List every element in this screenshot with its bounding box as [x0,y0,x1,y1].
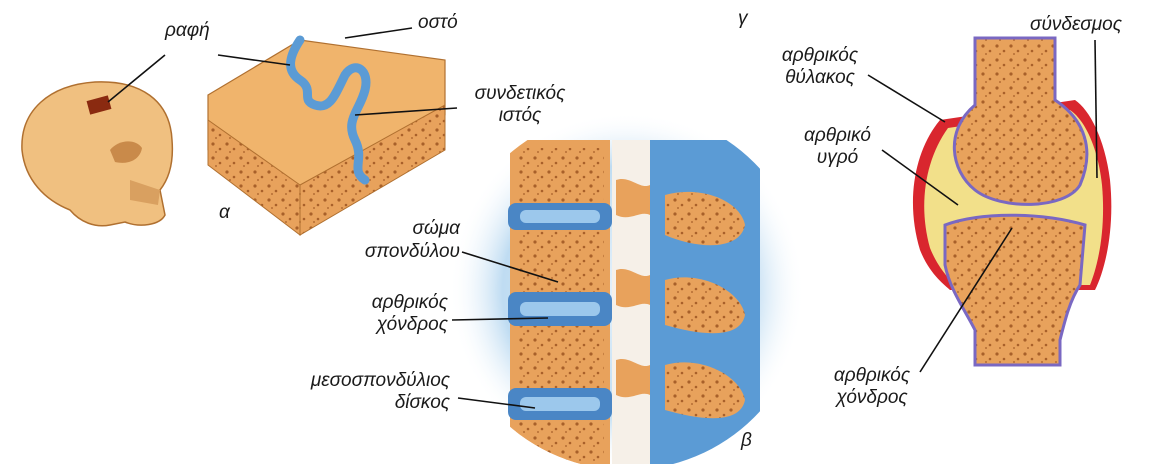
connective-tissue-label-line1: συνδετικός [474,83,566,104]
synovial-fluid-label-line2: υγρό [816,147,859,168]
joint-illustration [912,36,1112,367]
joint-capsule-label-line1: αρθρικός [781,45,859,66]
articular-cartilage-b-label-line1: αρθρικός [371,292,448,313]
skull-illustration [21,81,174,227]
articular-cartilage-c-label-line1: αρθρικός [833,365,911,386]
bone-label: οστό [418,12,458,33]
intervertebral-disc-label-line2: δίσκος [394,392,450,413]
panel-letter-c: γ [738,8,748,29]
suture-label: ραφή [165,20,210,41]
panel-letter-a: α [219,202,230,223]
intervertebral-disc-label-line1: μεσοσπονδύλιος [310,370,450,391]
vertebral-body-label-line1: σώμα [412,218,461,239]
bone-block-illustration [207,35,446,237]
connective-tissue-label-line2: ιστός [498,105,542,126]
spine-illustration [449,112,805,464]
suture-marker [86,95,112,115]
synovial-fluid-label-line1: αρθρικό [804,125,871,146]
panel-letter-b: β [741,430,752,451]
joint-capsule-label-line2: θύλακος [785,67,855,88]
ligament-label: σύνδεσμος [1030,14,1122,35]
vertebral-body-label-line2: σπονδύλου [364,241,460,262]
leader-lines [107,27,1098,409]
suture-tissue [286,35,371,185]
articular-cartilage-b-label-line2: χόνδρος [376,314,448,335]
articular-cartilage-c-label-line2: χόνδρος [836,387,908,408]
